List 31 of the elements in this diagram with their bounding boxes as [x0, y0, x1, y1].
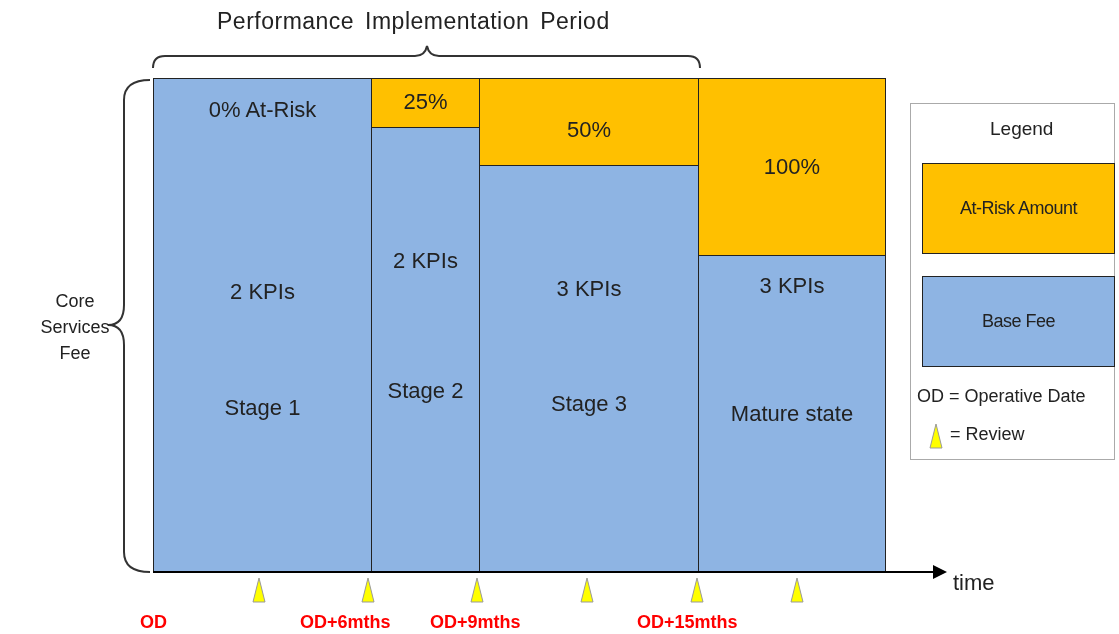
- percentage-label: 100%: [762, 154, 822, 180]
- percentage-label: 50%: [565, 117, 612, 143]
- legend-title: Legend: [990, 118, 1054, 140]
- date-label: OD: [140, 612, 167, 633]
- legend-text: At-Risk Amount: [959, 198, 1077, 219]
- block-text: 2 KPIs: [392, 248, 459, 274]
- stage-block: [698, 255, 886, 572]
- block-text: Stage 2: [386, 378, 465, 404]
- period-title: Performance Implementation Period: [217, 8, 610, 35]
- percentage-label: 0% At-Risk: [207, 97, 318, 123]
- date-label: OD+9mths: [430, 612, 521, 633]
- block-text: 3 KPIs: [555, 276, 623, 302]
- legend-note: OD = Operative Date: [917, 386, 1086, 407]
- block-text: 3 KPIs: [758, 273, 826, 299]
- block-text: Mature state: [729, 401, 855, 427]
- at-risk-block: [698, 78, 886, 256]
- at-risk-block: [371, 78, 480, 128]
- percentage-label: 25%: [402, 89, 449, 115]
- block-text: Stage 1: [223, 395, 302, 421]
- stage-block: [153, 78, 372, 572]
- block-text: Stage 3: [550, 391, 628, 417]
- at-risk-block: [479, 78, 699, 166]
- block-text: 2 KPIs: [229, 279, 296, 305]
- axis-label: Core Services Fee: [39, 290, 111, 365]
- legend-text: = Review: [950, 424, 1025, 445]
- date-label: OD+6mths: [300, 612, 391, 633]
- axis-label: time: [953, 570, 995, 596]
- stage-block: [371, 127, 480, 572]
- legend-text: Base Fee: [981, 311, 1055, 332]
- date-label: OD+15mths: [637, 612, 738, 633]
- stage-block: [479, 165, 699, 572]
